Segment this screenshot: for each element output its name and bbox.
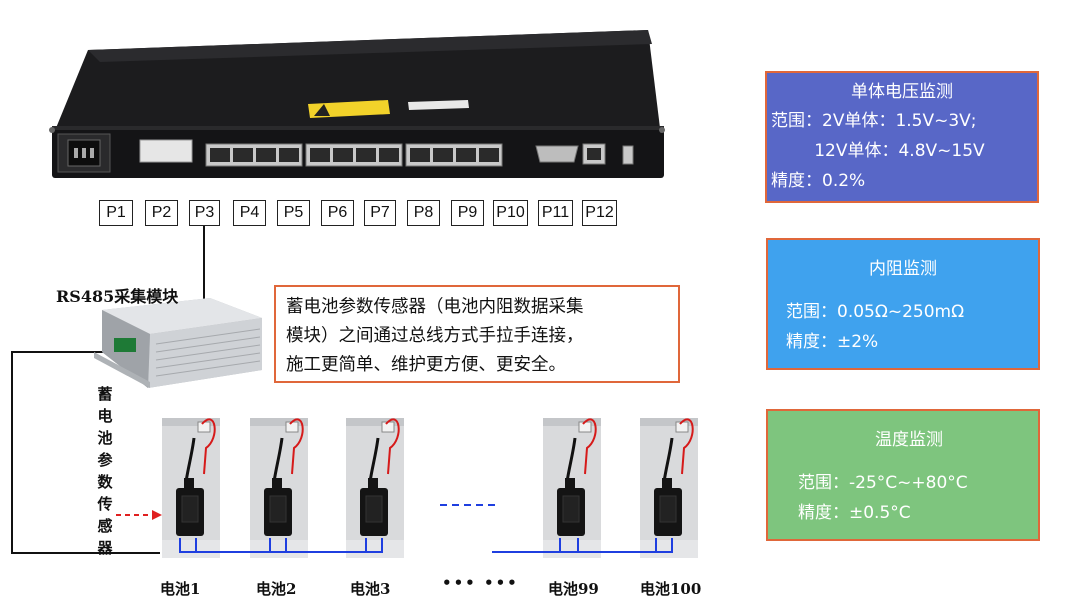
sensor-char: 数 — [97, 473, 113, 491]
battery-2 — [248, 416, 310, 560]
rack-device — [49, 30, 665, 178]
port-p9: P9 — [451, 200, 484, 226]
cell-label-2: 电池2 — [256, 580, 297, 598]
sensor-pointer-arrowhead — [152, 510, 162, 520]
terminal-block-icon — [114, 338, 136, 352]
cell-label-3: 电池3 — [350, 580, 391, 598]
battery-3 — [344, 416, 406, 560]
callout-line: 施工更简单、维护更方便、更安全。 — [286, 355, 566, 375]
port-p11: P11 — [538, 200, 573, 226]
battery-99 — [541, 416, 603, 560]
battery-1 — [160, 416, 222, 560]
port-p12: P12 — [582, 200, 617, 226]
cell-ellipsis: ••• ••• — [442, 574, 519, 592]
cell-label-100: 电池100 — [640, 580, 702, 598]
port-p3: P3 — [189, 200, 220, 226]
port-p5: P5 — [277, 200, 310, 226]
sensor-vertical-label: 蓄 电 池 参 数 传 感 器 — [86, 383, 124, 559]
battery-100 — [638, 416, 700, 560]
callout-box: 蓄电池参数传感器（电池内阻数据采集 模块）之间通过总线方式手拉手连接， 施工更简… — [274, 285, 680, 383]
panel-title: 温度监测 — [875, 430, 943, 450]
rs485-module — [94, 298, 262, 388]
port-p10: P10 — [493, 200, 528, 226]
port-p6: P6 — [321, 200, 354, 226]
panel-title: 单体电压监测 — [851, 82, 953, 102]
cell-label-1: 电池1 — [160, 580, 201, 598]
bus-line-right — [492, 538, 673, 553]
panel-range: 范围：-25°C~+80°C — [798, 473, 968, 493]
panel-range: 范围：2V单体：1.5V~3V; — [771, 111, 977, 131]
panel-precision: 精度：0.2% — [771, 171, 866, 191]
resistance-monitoring-panel: 内阻监测 范围：0.05Ω~250mΩ 精度：±2% — [766, 238, 1040, 370]
panel-precision: 精度：±0.5°C — [798, 503, 911, 523]
panel-range: 12V单体：4.8V~15V — [771, 141, 985, 161]
module-label: RS485采集模块 — [56, 287, 179, 306]
sensor-char: 池 — [97, 429, 113, 447]
callout-line: 蓄电池参数传感器（电池内阻数据采集 — [286, 297, 584, 317]
port-p7: P7 — [364, 200, 396, 226]
sensor-char: 感 — [97, 517, 113, 535]
sensor-char: 器 — [97, 539, 113, 557]
port-p8: P8 — [407, 200, 440, 226]
module-to-cell-wire — [11, 351, 160, 554]
panel-title: 内阻监测 — [869, 259, 937, 279]
port-p2: P2 — [145, 200, 178, 226]
temperature-monitoring-panel: 温度监测 范围：-25°C~+80°C 精度：±0.5°C — [766, 409, 1040, 541]
sensor-char: 蓄 — [97, 385, 113, 403]
port-p1: P1 — [99, 200, 133, 226]
panel-range: 范围：0.05Ω~250mΩ — [786, 302, 965, 322]
callout-line: 模块）之间通过总线方式手拉手连接， — [286, 326, 584, 346]
port-p4: P4 — [233, 200, 266, 226]
panel-precision: 精度：±2% — [786, 332, 879, 352]
sensor-char: 传 — [97, 495, 113, 513]
voltage-monitoring-panel: 单体电压监测 范围：2V单体：1.5V~3V; 12V单体：4.8V~15V 精… — [765, 71, 1039, 203]
sensor-char: 电 — [97, 407, 113, 425]
sensor-char: 参 — [97, 451, 113, 469]
cell-label-99: 电池99 — [548, 580, 599, 598]
bus-line-left — [179, 538, 383, 553]
